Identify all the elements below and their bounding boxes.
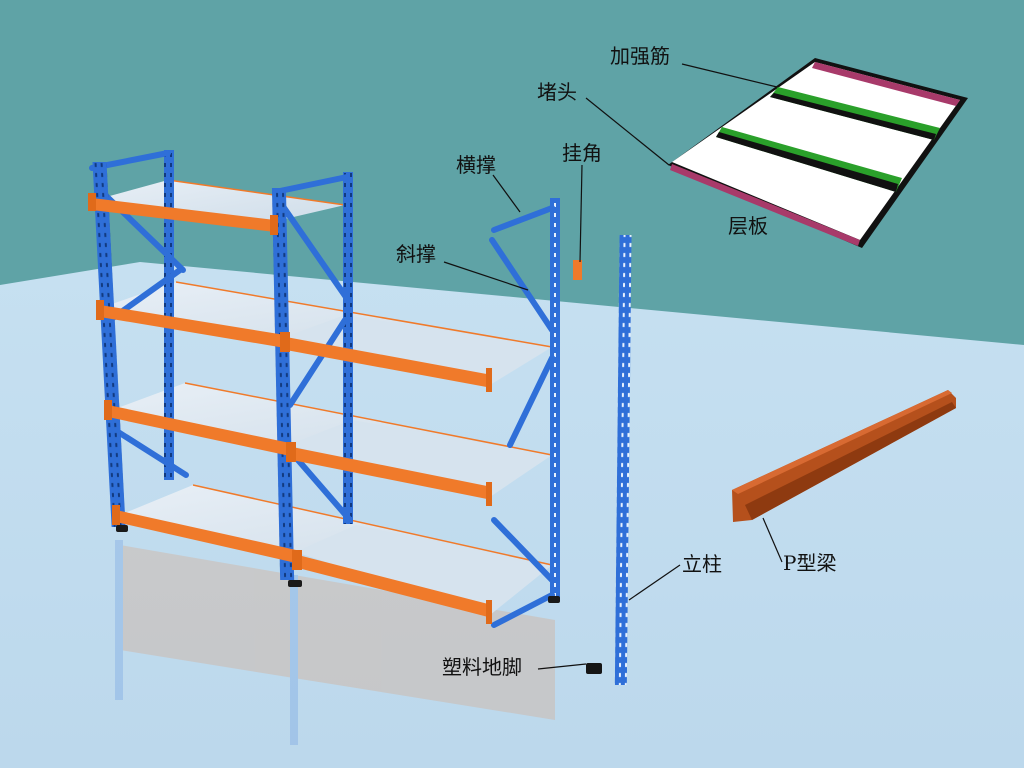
label-p-beam: P型梁 [783,551,837,575]
floor-reflection [115,540,555,745]
label-diagonal-brace: 斜撑 [396,242,436,266]
rear-beams [167,179,553,566]
label-horizontal-brace: 横撑 [456,153,496,177]
label-shelf-panel: 层板 [728,214,768,238]
label-plastic-foot: 塑料地脚 [442,655,522,679]
label-corner-hanger: 挂角 [562,141,602,165]
loose-upright-part [614,235,632,685]
shelf-panel-part [668,58,968,248]
upright-post [550,198,560,598]
rack-feet [116,525,560,603]
beam-connectors [88,193,492,624]
label-stiffener: 加强筋 [610,44,670,68]
plastic-foot-part [586,663,602,674]
upright-post [92,162,126,527]
floor-plane [0,262,1024,768]
label-end-cap: 堵头 [537,80,577,104]
upright-post [164,150,174,480]
leader-lines [443,63,783,670]
upright-post [271,188,295,580]
assembled-rack [88,150,560,628]
shelf-panel [288,420,552,497]
front-beams [92,198,492,618]
p-beam-part [732,390,956,522]
corner-hanger-part [573,260,582,280]
upright-post [343,172,353,524]
shelf-panel [295,525,552,615]
label-upright: 立柱 [682,552,722,576]
